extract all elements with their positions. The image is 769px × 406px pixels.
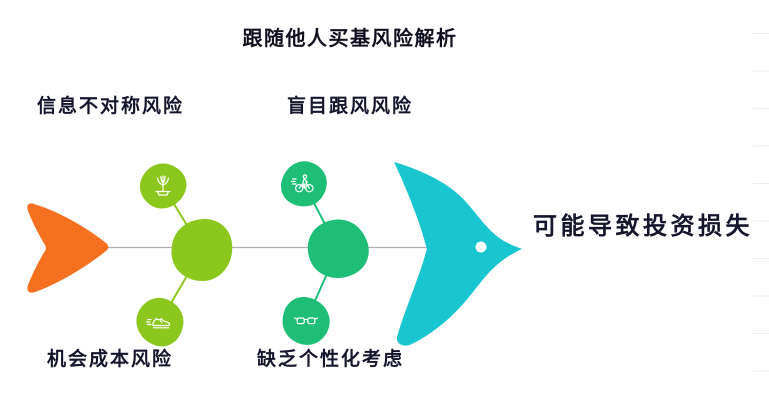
branch-label-blind-following-risk: 盲目跟风风险 (287, 96, 414, 117)
branch-label-opportunity-cost-risk: 机会成本风险 (47, 349, 174, 370)
page-edge-ruler-ticks (753, 33, 769, 374)
icon-node-blob-bottom-middle (275, 291, 337, 352)
icon-node-blob-bottom-left (127, 289, 193, 354)
diagram-title: 跟随他人买基风险解析 (242, 28, 458, 50)
main-node-blob-middle (299, 211, 377, 287)
branch-label-information-asymmetry-risk: 信息不对称风险 (37, 96, 185, 117)
branch-label-lack-of-personalization: 缺乏个性化考虑 (257, 349, 405, 370)
main-node-blob-left (171, 219, 233, 282)
fish-eye-dot (475, 241, 487, 253)
fish-tail-arrow (27, 203, 109, 293)
sprout-icon (155, 175, 171, 196)
fish-head-arrow (394, 162, 522, 346)
running-shoe-icon (145, 317, 171, 329)
cyclist-icon (290, 174, 314, 193)
effect-label-investment-loss: 可能导致投资损失 (533, 213, 753, 240)
glasses-icon (293, 317, 319, 325)
